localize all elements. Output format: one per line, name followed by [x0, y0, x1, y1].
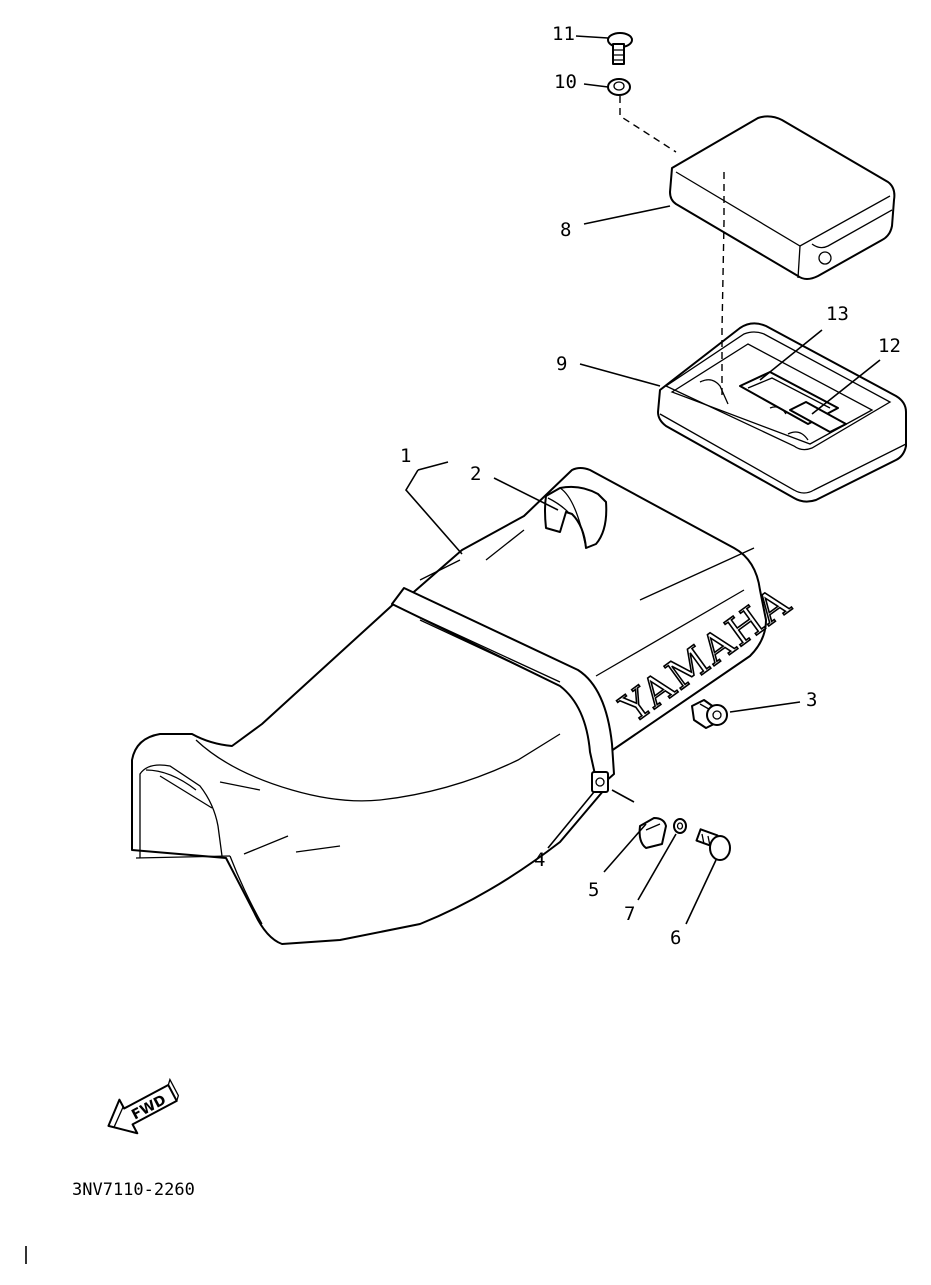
callout-2: 2 — [470, 463, 481, 485]
callout-11: 11 — [552, 23, 575, 45]
leader-lines — [405, 35, 881, 925]
callout-6: 6 — [670, 927, 681, 949]
callout-8: 8 — [560, 219, 571, 241]
part-bolt-6 — [695, 828, 731, 861]
callout-3: 3 — [806, 689, 817, 711]
part-label-plate-12 — [789, 401, 847, 433]
part-bolt-3 — [691, 699, 728, 729]
part-washer-7 — [673, 818, 687, 834]
callout-9: 9 — [556, 353, 567, 375]
fwd-arrow-icon: FWD — [107, 1077, 180, 1135]
alignment-line-fastener — [619, 96, 725, 400]
part-storage-box-9 — [657, 322, 907, 503]
part-clamp-2 — [544, 485, 608, 549]
callout-10: 10 — [554, 71, 577, 93]
callout-5: 5 — [588, 879, 599, 901]
part-clip-5 — [638, 817, 667, 849]
diagram-code: 3NV7110-2260 — [72, 1180, 195, 1200]
callout-4: 4 — [534, 849, 545, 871]
part-box-lid-8 — [669, 115, 896, 280]
callout-13: 13 — [826, 303, 849, 325]
part-screw-11 — [607, 32, 633, 65]
callout-1: 1 — [400, 445, 411, 467]
callout-12: 12 — [878, 335, 901, 357]
part-nut-10 — [607, 78, 631, 96]
callout-7: 7 — [624, 903, 635, 925]
part-seat-1 — [131, 467, 767, 945]
